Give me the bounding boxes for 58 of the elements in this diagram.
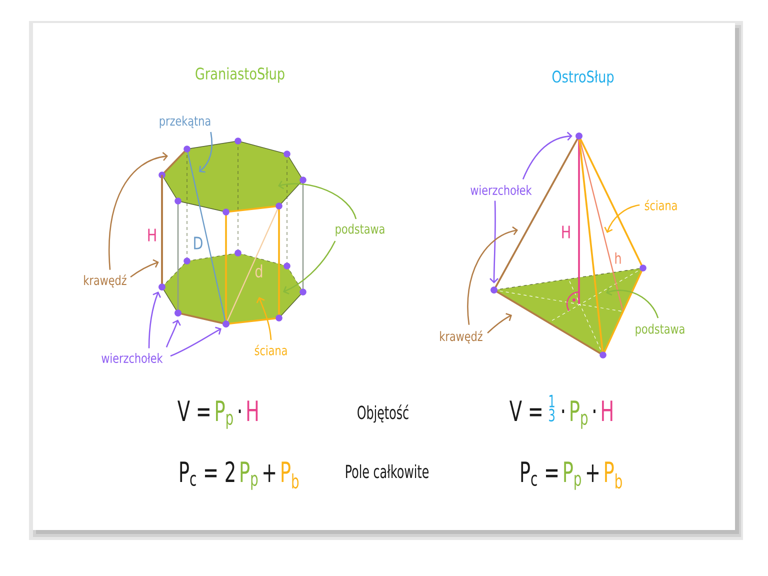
formula-term: P$_{c}$ = 2 bbox=[180, 461, 234, 486]
edge-line bbox=[161, 175, 163, 287]
callout-label: wierzchołek bbox=[470, 184, 532, 196]
leader-arrow bbox=[490, 200, 498, 284]
vertex-dot bbox=[174, 310, 182, 316]
callout-label: krawędź bbox=[84, 274, 126, 288]
vertex-dot bbox=[576, 132, 582, 140]
heading: OstroSłup bbox=[552, 70, 614, 86]
fraction-digit: 1 bbox=[549, 394, 554, 408]
leader-arrow bbox=[467, 226, 518, 325]
formula-term: P$_{p}$ bbox=[216, 400, 233, 429]
fraction-digit: 3 bbox=[549, 408, 554, 422]
formula-term: · bbox=[562, 410, 564, 414]
measure-label: D bbox=[194, 236, 202, 250]
callout-label: wierzchołek bbox=[102, 352, 163, 364]
formula-term: P$_{b}$ bbox=[282, 462, 299, 489]
formula-term: H bbox=[602, 400, 612, 421]
formula-term: + bbox=[586, 464, 598, 482]
formula-term: H bbox=[247, 400, 258, 421]
vertex-dot bbox=[158, 284, 166, 290]
callout-label: ściana bbox=[254, 344, 287, 356]
measure-label: h bbox=[615, 252, 621, 264]
leader-arrow bbox=[108, 152, 168, 270]
leader-arrow bbox=[148, 292, 161, 348]
formula-name: Objętość bbox=[358, 404, 408, 423]
callout-label: podstawa bbox=[636, 324, 684, 336]
callout-label: przekątna bbox=[160, 116, 210, 128]
vertex-dot bbox=[490, 286, 498, 294]
formula-term: · bbox=[238, 410, 241, 414]
leader-arrow bbox=[606, 287, 659, 318]
leader-arrow bbox=[278, 180, 357, 220]
callout-label: ściana bbox=[644, 200, 677, 210]
formula-term: P$_{p}$ bbox=[570, 400, 588, 429]
leader-arrow bbox=[522, 132, 572, 180]
formula-term: V = bbox=[510, 400, 542, 421]
leader-arrow bbox=[487, 313, 512, 334]
formula-term: P$_{b}$ bbox=[605, 462, 622, 489]
measure-label: d bbox=[255, 264, 262, 278]
leader-arrow bbox=[170, 326, 222, 357]
formula-term: · bbox=[594, 410, 596, 414]
leader-arrow bbox=[604, 204, 640, 233]
leader-arrow bbox=[199, 132, 212, 173]
measure-label: H bbox=[148, 228, 156, 242]
formula-term: V = bbox=[178, 400, 210, 421]
formula-term: + bbox=[264, 464, 276, 482]
measure-label: H bbox=[562, 226, 570, 238]
leader-arrow bbox=[256, 297, 272, 340]
heading: GraniastoSłup bbox=[196, 67, 284, 83]
formula-term: P$_{p}$ bbox=[240, 462, 258, 490]
vertex-dot bbox=[222, 320, 230, 328]
formula-term: P$_{p}$ bbox=[564, 462, 581, 490]
formula-term: P$_{c}$ = bbox=[521, 462, 558, 486]
leader-arrow bbox=[130, 259, 159, 278]
formula-name: Pole całkowite bbox=[346, 464, 429, 478]
callout-label: podstawa bbox=[336, 224, 384, 236]
callout-label: krawędź bbox=[440, 330, 482, 344]
leader-arrow bbox=[283, 240, 336, 294]
leader-arrow bbox=[166, 320, 181, 348]
